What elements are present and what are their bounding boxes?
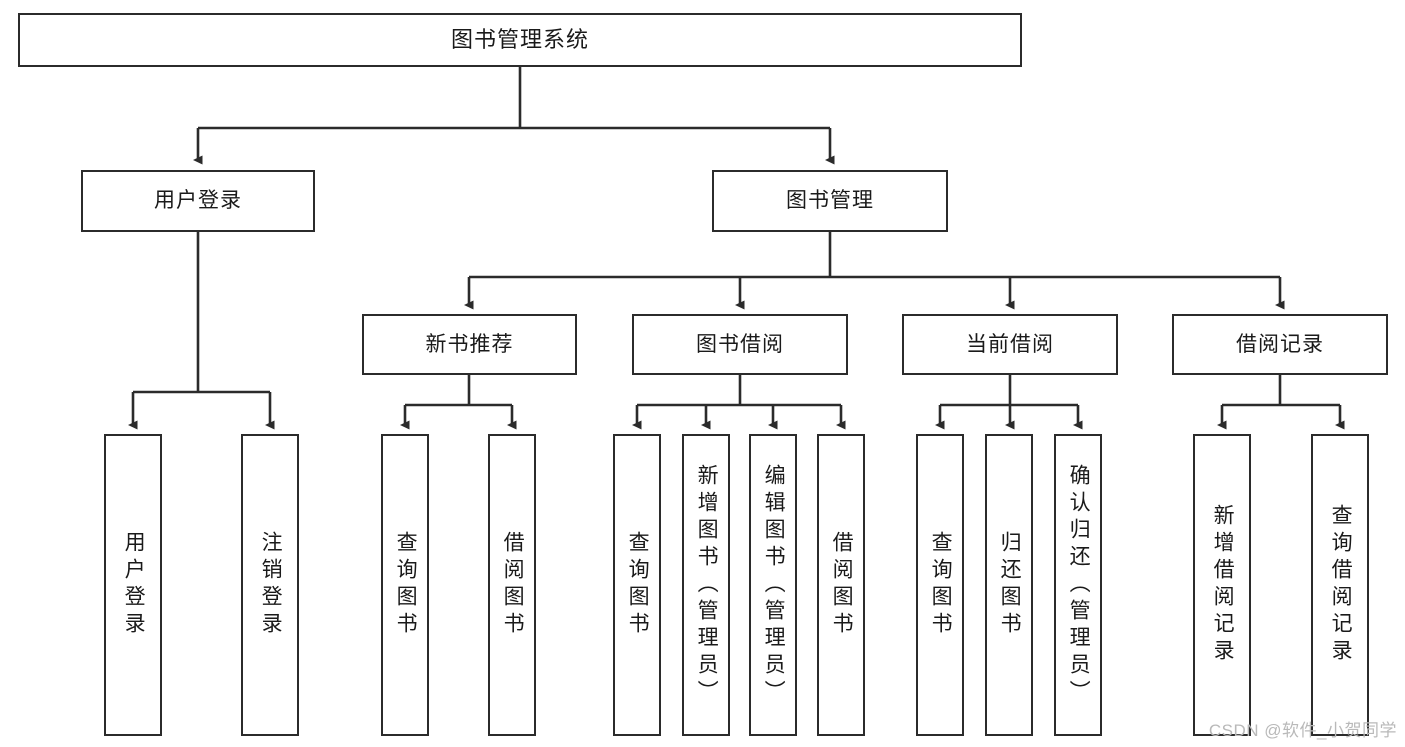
node-label: 编辑图书（管理员） bbox=[762, 463, 786, 707]
node-label: 借阅记录 bbox=[1236, 332, 1324, 356]
node-current-borrow[interactable]: 当前借阅 bbox=[902, 314, 1118, 375]
node-query-borrow-record[interactable]: 查询借阅记录 bbox=[1311, 434, 1369, 736]
node-borrow-record[interactable]: 借阅记录 bbox=[1172, 314, 1388, 375]
node-book-management[interactable]: 图书管理 bbox=[712, 170, 948, 232]
node-query-book-borrow[interactable]: 查询图书 bbox=[613, 434, 661, 736]
node-edit-book-admin[interactable]: 编辑图书（管理员） bbox=[749, 434, 797, 736]
node-root-book-management-system[interactable]: 图书管理系统 bbox=[18, 13, 1022, 67]
node-confirm-return-admin[interactable]: 确认归还（管理员） bbox=[1054, 434, 1102, 736]
node-label: 借阅图书 bbox=[830, 531, 854, 639]
node-logout-leaf[interactable]: 注销登录 bbox=[241, 434, 299, 736]
node-label: 归还图书 bbox=[998, 531, 1022, 639]
node-label: 确认归还（管理员） bbox=[1067, 463, 1091, 707]
node-user-login[interactable]: 用户登录 bbox=[81, 170, 315, 232]
node-label: 图书管理系统 bbox=[450, 26, 589, 52]
csdn-watermark: CSDN @软件_小贺同学 bbox=[1208, 721, 1397, 740]
node-book-borrow[interactable]: 图书借阅 bbox=[632, 314, 848, 375]
node-label: 图书管理 bbox=[786, 189, 874, 213]
node-label: 查询借阅记录 bbox=[1329, 504, 1353, 666]
node-query-book-recommend[interactable]: 查询图书 bbox=[381, 434, 429, 736]
node-borrow-book[interactable]: 借阅图书 bbox=[817, 434, 865, 736]
node-label: 借阅图书 bbox=[501, 531, 525, 639]
node-user-login-leaf[interactable]: 用户登录 bbox=[104, 434, 162, 736]
node-label: 用户登录 bbox=[122, 531, 146, 639]
node-add-borrow-record[interactable]: 新增借阅记录 bbox=[1193, 434, 1251, 736]
node-new-book-recommend[interactable]: 新书推荐 bbox=[362, 314, 577, 375]
node-label: 当前借阅 bbox=[966, 332, 1054, 356]
node-label: 注销登录 bbox=[259, 531, 283, 639]
node-label: 查询图书 bbox=[626, 531, 650, 639]
node-label: 查询图书 bbox=[929, 531, 953, 639]
node-label: 查询图书 bbox=[394, 531, 418, 639]
node-return-book[interactable]: 归还图书 bbox=[985, 434, 1033, 736]
node-label: 用户登录 bbox=[154, 189, 242, 213]
node-label: 图书借阅 bbox=[696, 332, 784, 356]
node-query-book-current[interactable]: 查询图书 bbox=[916, 434, 964, 736]
node-borrow-book-recommend[interactable]: 借阅图书 bbox=[488, 434, 536, 736]
node-label: 新增图书（管理员） bbox=[695, 463, 719, 707]
node-label: 新书推荐 bbox=[425, 332, 514, 356]
node-add-book-admin[interactable]: 新增图书（管理员） bbox=[682, 434, 730, 736]
node-label: 新增借阅记录 bbox=[1211, 504, 1235, 666]
